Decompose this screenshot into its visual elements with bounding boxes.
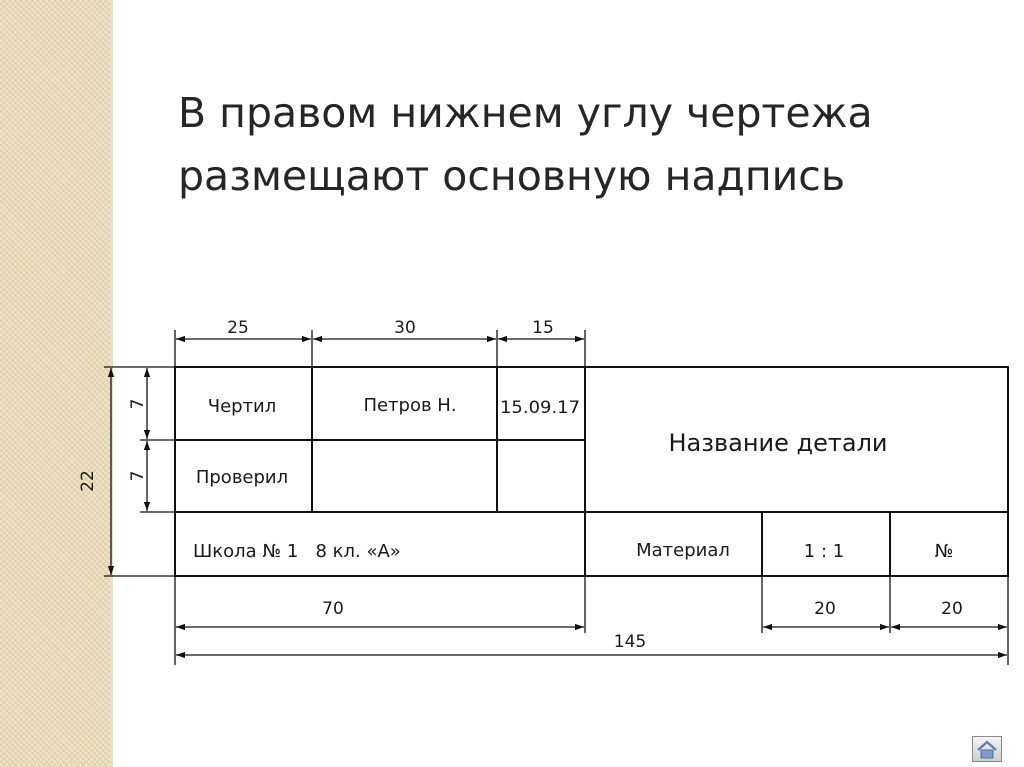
dim-bottom-total: 145 — [614, 632, 646, 652]
outer-frame — [174, 366, 1009, 577]
title-line-1: В правом нижнем углу чертежа — [178, 89, 873, 137]
dim-bottom-left: 70 — [322, 599, 344, 619]
dim-bottom-right: 20 — [941, 599, 963, 619]
cell-scale: 1 : 1 — [804, 541, 844, 562]
cell-drawn-label: Чертил — [208, 396, 277, 417]
dimension-labels: 25 30 15 7 7 22 70 20 20 145 — [78, 318, 963, 652]
table-frame — [174, 366, 1009, 577]
dim-bottom-mid: 20 — [814, 599, 836, 619]
cell-material: Материал — [636, 540, 730, 561]
dim-left-row1: 7 — [128, 399, 148, 410]
title-line-2: размещают основную надпись — [178, 152, 846, 200]
cell-drawn-date: 15.09.17 — [500, 398, 580, 418]
cell-checked-label: Проверил — [196, 467, 288, 488]
decorative-side-strip — [0, 0, 110, 767]
dim-left-total: 22 — [78, 470, 98, 492]
cell-drawn-name: Петров Н. — [363, 395, 456, 416]
home-icon[interactable] — [972, 736, 1002, 762]
dim-top-col1: 25 — [227, 318, 249, 338]
slide-title: В правом нижнем углу чертежа размещают о… — [178, 82, 978, 208]
cell-number: № — [935, 541, 954, 562]
cell-part-name: Название детали — [668, 429, 887, 457]
dimension-lines — [107, 335, 1007, 659]
cell-organization: Школа № 1 8 кл. «А» — [193, 541, 401, 562]
extension-lines — [104, 330, 1009, 665]
cell-texts: Чертил Петров Н. 15.09.17 Проверил Назва… — [193, 395, 953, 562]
dim-top-col2: 30 — [394, 318, 416, 338]
dim-top-col3: 15 — [532, 318, 554, 338]
dim-left-row2: 7 — [128, 471, 148, 482]
